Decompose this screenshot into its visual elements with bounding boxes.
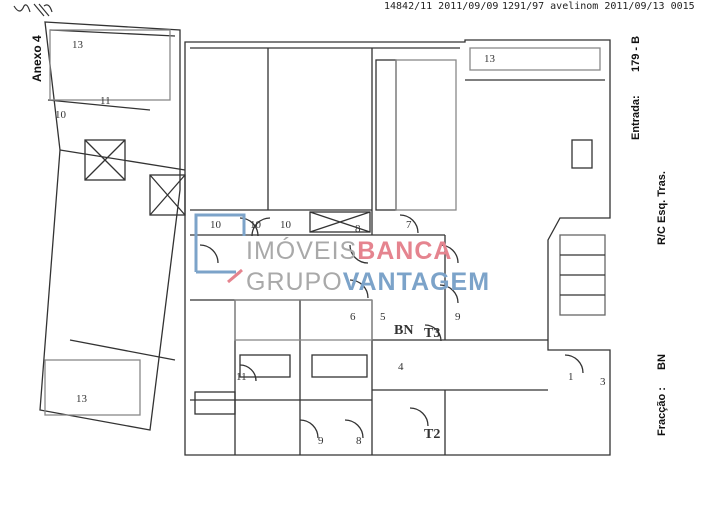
room-label: 8 xyxy=(355,223,361,235)
room-label: T2 xyxy=(424,427,440,442)
stamp-right: 1291/97 avelinom 2011/09/13 0015 xyxy=(502,1,695,12)
room-label: 6 xyxy=(350,311,356,323)
watermark-line1: IMÓVEISBANCA xyxy=(246,237,453,265)
room-label: 10 xyxy=(250,219,262,231)
room-label: 11 xyxy=(100,95,111,107)
room-label: 9 xyxy=(318,435,324,447)
signature-mark xyxy=(13,3,53,17)
room-label: 13 xyxy=(484,53,496,65)
watermark-arrow-icon xyxy=(227,268,243,284)
room-label: 10 xyxy=(280,219,292,231)
watermark-frame xyxy=(194,213,246,272)
room-label: 13 xyxy=(76,393,88,405)
stamp-left: 14842/11 2011/09/09 xyxy=(384,1,499,12)
room-label: 9 xyxy=(455,311,461,323)
room-label: 4 xyxy=(398,361,404,373)
watermark-line2: GRUPOVANTAGEM xyxy=(246,268,491,296)
room-label: 10 xyxy=(210,219,222,231)
room-label: 1 xyxy=(568,371,574,383)
room-label: 10 xyxy=(55,109,67,121)
room-label: 5 xyxy=(380,311,386,323)
room-label: 11 xyxy=(236,371,247,383)
room-label: 8 xyxy=(356,435,362,447)
room-label: 7 xyxy=(406,219,412,231)
room-label: 13 xyxy=(72,39,84,51)
room-label: 3 xyxy=(600,376,606,388)
fraction-mark: BN xyxy=(394,323,413,338)
room-label: T3 xyxy=(424,326,440,341)
